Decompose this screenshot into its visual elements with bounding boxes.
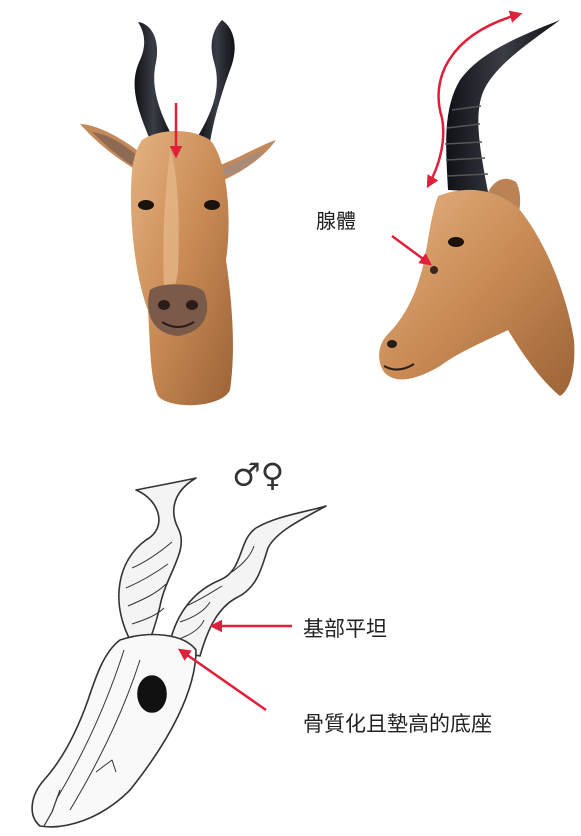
preorbital-gland [430, 266, 438, 274]
front-left-horn [135, 22, 172, 140]
horn-base-label: 基部平坦 [303, 613, 387, 643]
side-head-shape [379, 190, 574, 396]
side-horn [446, 20, 560, 192]
front-right-horn [198, 20, 235, 142]
side-head-photo [379, 20, 574, 396]
skull-sketch [32, 478, 326, 827]
side-eye [448, 237, 464, 247]
front-head-shape [131, 131, 233, 405]
front-head-photo [80, 20, 276, 405]
gland-pointer-arrow [392, 236, 430, 264]
gland-label: 腺體 [316, 205, 356, 234]
side-horn-down-arrow [428, 118, 443, 186]
skull-eye-socket [138, 676, 166, 712]
pedicle-label: 骨質化且墊高的底座 [303, 708, 492, 738]
pedicle-arrow [180, 650, 266, 710]
front-right-eye [204, 200, 220, 210]
sex-symbols-label: ♂♀ [232, 456, 284, 494]
front-left-eye [138, 200, 154, 210]
